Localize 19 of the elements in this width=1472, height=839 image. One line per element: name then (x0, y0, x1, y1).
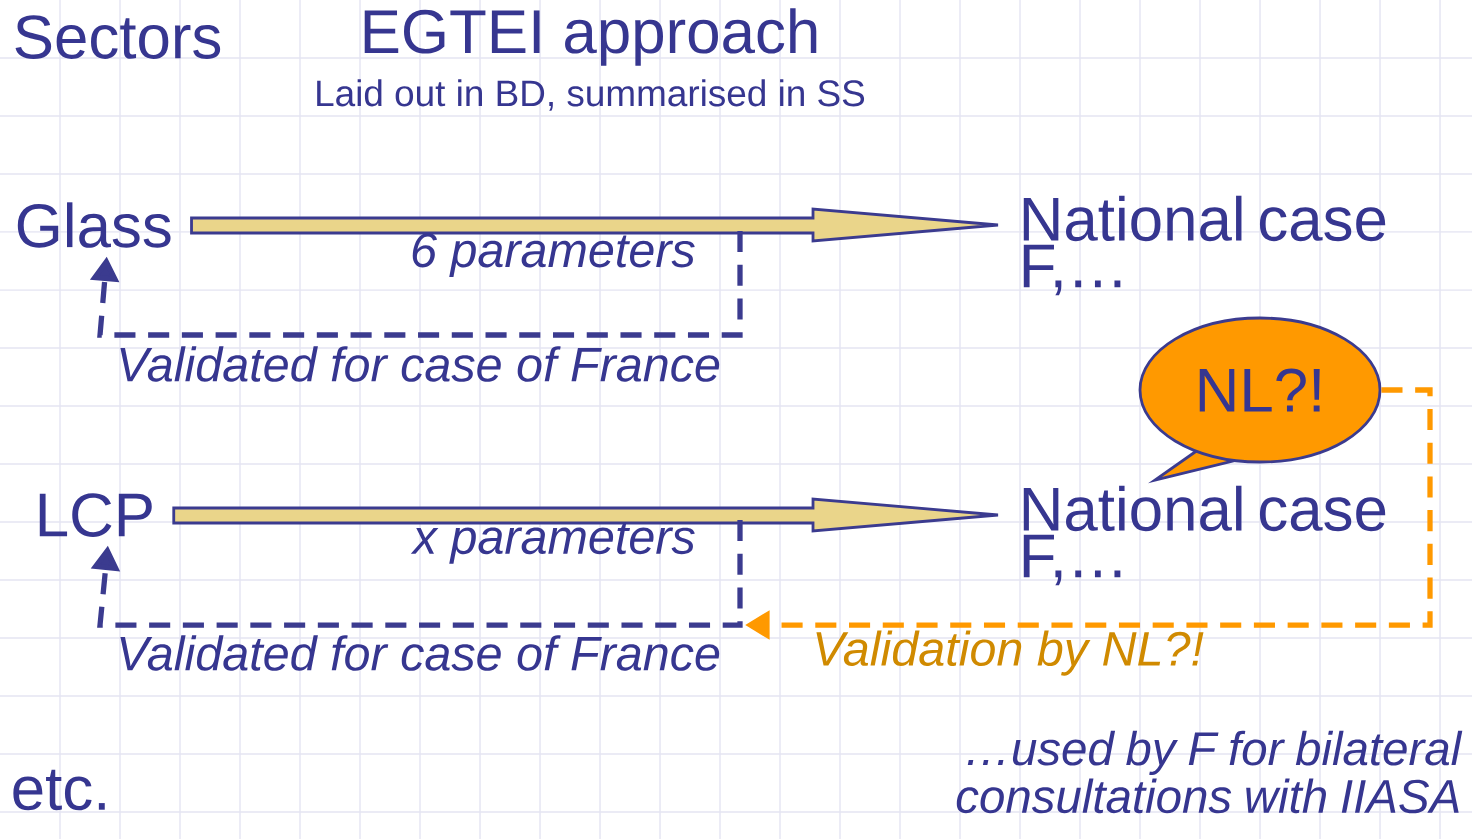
sector-label: Glass (17, 202, 171, 248)
note-label: etc. (13, 769, 105, 811)
result-label: National case F,… (1023, 195, 1386, 296)
note-label: …used by F for bilateral consultations with IIASA (956, 730, 1463, 814)
subtitle: Laid out in BD, summarised in SS (317, 79, 865, 111)
edge-label: Validated for case of France (120, 635, 720, 671)
edge-label: Validated for case of France (120, 346, 720, 382)
result-label: National case F,… (1023, 485, 1386, 586)
edge-label: Validation by NL?! (816, 630, 1204, 676)
title: EGTEI approach (364, 8, 817, 66)
block-arrow (172, 497, 1000, 533)
dashed-arrow (89, 231, 743, 338)
block-arrow (190, 207, 1000, 243)
heading-label: Sectors (15, 15, 221, 59)
edge-label: x parameters (410, 522, 695, 564)
speech-bubble: NL?! (1138, 316, 1382, 484)
sector-label: LCP (39, 493, 152, 537)
edge-label: 6 parameters (412, 233, 695, 277)
dashed-arrow (90, 520, 743, 628)
